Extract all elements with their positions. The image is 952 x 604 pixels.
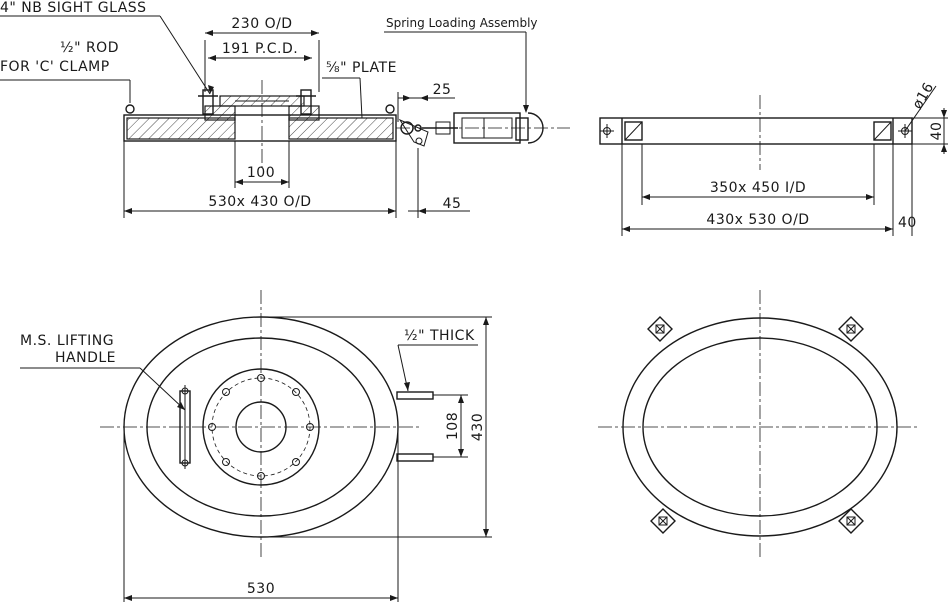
flange-right	[288, 105, 320, 121]
dim-430x530-od: 430x 530 O/D	[706, 212, 809, 228]
label-thick: ½" THICK	[404, 328, 475, 344]
plate-left-section	[126, 117, 236, 140]
dim-25: 25	[433, 82, 452, 98]
label-lifting-line2: HANDLE	[55, 350, 116, 366]
plan-view-cover: 108 430 530 M.S. LIFTING HANDLE ½" THICK	[20, 290, 492, 602]
bolt-right	[300, 89, 312, 115]
bar-top	[396, 391, 434, 400]
dim-191-pcd: 191 P.C.D.	[222, 41, 298, 57]
spring-loading-assembly	[396, 112, 570, 147]
flange-left	[204, 105, 236, 121]
label-rod-line2: FOR 'C' CLAMP	[0, 59, 110, 75]
label-plate: ⅝" PLATE	[326, 60, 397, 76]
section-right-square	[873, 121, 892, 141]
label-sight-glass: 4" NB SIGHT GLASS	[0, 0, 147, 16]
section-view: 230 O/D 191 P.C.D. 25 100 530x 430 O/D 4…	[0, 0, 570, 218]
dim-230-od: 230 O/D	[231, 16, 292, 32]
label-rod-line1: ½" ROD	[60, 40, 119, 56]
clamp-lug-tl	[647, 316, 673, 342]
dim-16-dia: ø16	[910, 80, 938, 112]
dim-40-vertical: 40	[929, 122, 945, 141]
leader-plate	[359, 77, 363, 119]
rod-clamp-left	[125, 104, 135, 114]
flat-plate-outline	[599, 117, 913, 145]
section-left-square	[624, 121, 643, 141]
plate-right-section	[288, 117, 394, 140]
dim-430: 430	[470, 413, 486, 441]
dim-350x450-id: 350x 450 I/D	[710, 180, 806, 196]
bar-bottom	[396, 453, 434, 462]
clamp-lug-tr	[838, 316, 864, 342]
dim-45: 45	[443, 196, 462, 212]
dim-530: 530	[247, 581, 275, 597]
plate-side-view: ø16 40 350x 450 I/D 430x 530 O/D 40	[599, 80, 948, 236]
label-lifting-line1: M.S. LIFTING	[20, 333, 114, 349]
frame-plan-view	[598, 290, 918, 560]
leader-sight-glass	[159, 15, 211, 95]
dim-108: 108	[445, 412, 461, 440]
dim-100: 100	[247, 165, 275, 181]
rod-clamp-right	[385, 104, 395, 114]
clamp-lug-bl	[650, 508, 676, 534]
dim-40-horizontal: 40	[898, 215, 917, 231]
clamp-lug-br	[838, 508, 864, 534]
label-spring-loading: Spring Loading Assembly	[386, 16, 538, 30]
dim-530x430-od: 530x 430 O/D	[208, 194, 311, 210]
